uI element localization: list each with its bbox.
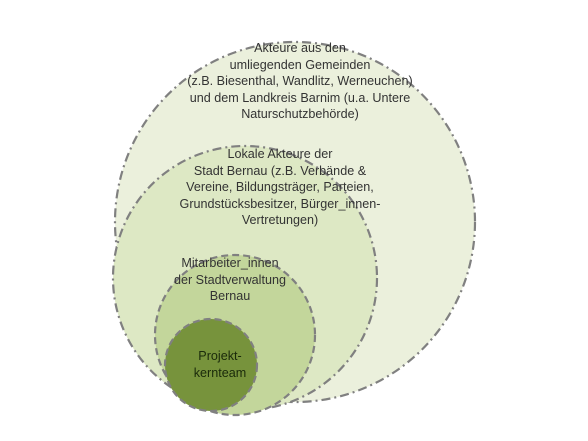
outer-label-line: Akteure aus den	[254, 41, 346, 55]
outer-label-line: (z.B. Biesenthal, Wandlitz, Werneuchen)	[187, 74, 413, 88]
local-actors-label: Lokale Akteure der Stadt Bernau (z.B. Ve…	[130, 146, 430, 229]
outer-label-line: umliegenden Gemeinden	[229, 57, 371, 72]
local-label-line: Grundstücksbesitzer, Bürger_innen-	[179, 196, 381, 211]
staff-label-line: Mitarbeiter_innen	[181, 256, 279, 270]
core-team-circle	[163, 317, 259, 413]
outer-circle-label: Akteure aus den umliegenden Gemeinden (z…	[170, 40, 430, 123]
local-label-line: Vertretungen)	[241, 213, 319, 227]
outer-label-line: Naturschutzbehörde)	[241, 107, 359, 121]
local-label-line: Lokale Akteure der	[227, 147, 333, 161]
local-label-line: Stadt Bernau (z.B. Verbände &	[193, 163, 367, 178]
outer-label-line: und dem Landkreis Barnim (u.a. Untere	[189, 90, 411, 105]
core-label-line: kernteam	[193, 365, 247, 380]
staff-label-line: Bernau	[209, 289, 251, 303]
core-team-label: Projekt- kernteam	[180, 348, 260, 381]
staff-label-line: der Stadtverwaltung	[173, 272, 286, 287]
core-label-line: Projekt-	[198, 349, 242, 363]
staff-label: Mitarbeiter_innen der Stadtverwaltung Be…	[150, 255, 310, 305]
local-label-line: Vereine, Bildungsträger, Parteien,	[186, 180, 374, 194]
